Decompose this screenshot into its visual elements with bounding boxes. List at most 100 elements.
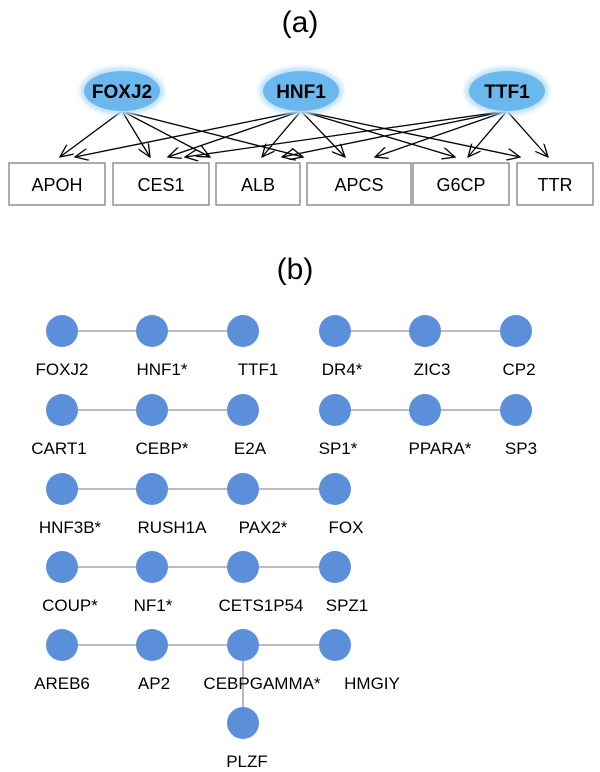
target-label: G6CP (436, 175, 485, 195)
tf-node-cebp-star: CEBP* (136, 394, 189, 458)
regulator-ellipse (263, 71, 339, 111)
tf-node-label: E2A (234, 439, 267, 458)
tf-node-circle (227, 315, 259, 347)
tf-node-label: PAX2* (239, 518, 288, 537)
regulator-ellipse (84, 71, 160, 111)
tf-node-e2a: E2A (227, 394, 267, 458)
target-box (412, 162, 510, 206)
tf-node-circle (409, 315, 441, 347)
tf-node-label: HNF1* (136, 360, 187, 379)
tf-node-label: COUP* (42, 596, 98, 615)
panel-b-label: (b) (277, 253, 314, 286)
tf-node-label: TTF1 (238, 360, 279, 379)
tf-node-label: SP1* (319, 439, 358, 458)
tf-node-foxj2: FOXJ2 (36, 315, 89, 379)
tf-node-label: HMGIY (344, 674, 400, 693)
target-gene-ces1: CES1 (112, 162, 210, 206)
tf-node-label: DR4* (322, 360, 363, 379)
tf-node-cebpgamma-star: CEBPGAMMA* (203, 629, 321, 693)
tf-node-label: FOXJ2 (36, 360, 89, 379)
regulator-label: TTF1 (484, 82, 530, 103)
edge-ttf1-to-ces1 (185, 110, 508, 157)
target-label: TTR (538, 175, 573, 195)
edge-hnf1-to-apcs (300, 110, 345, 157)
edge-ttf1-to-alb (282, 110, 508, 157)
tf-node-label: NF1* (134, 596, 173, 615)
tf-node-cp2: CP2 (500, 315, 536, 379)
tf-node-label: RUSH1A (138, 518, 208, 537)
tf-node-label: HNF3B* (39, 518, 102, 537)
edge-foxj2-to-apcs (121, 110, 303, 157)
tf-node-label: ZIC3 (414, 360, 451, 379)
tf-node-label: PPARA* (409, 439, 472, 458)
panel-a-targets: APOH CES1 ALB APCS G6CP TTR (8, 162, 594, 206)
tf-node-cart1: CART1 (31, 394, 87, 458)
tf-node-circle (46, 473, 78, 505)
tf-node-circle (319, 315, 351, 347)
edge-foxj2-to-ces1 (121, 110, 150, 157)
tf-node-label: AP2 (138, 674, 170, 693)
edge-hnf1-to-ttr (300, 110, 520, 157)
target-box (112, 162, 210, 206)
tf-node-label: FOX (329, 518, 364, 537)
edge-foxj2-to-alb (121, 110, 210, 157)
target-label: ALB (241, 175, 275, 195)
tf-node-circle (319, 394, 351, 426)
tf-node-circle (227, 473, 259, 505)
regulator-label: FOXJ2 (92, 82, 152, 103)
panel-a-regulators: FOXJ2 HNF1 TTF1 (80, 67, 549, 115)
tf-node-circle (500, 394, 532, 426)
tf-node-pax2-star: PAX2* (227, 473, 288, 537)
tf-node-circle (46, 629, 78, 661)
regulator-node-hnf1: HNF1 (259, 67, 343, 115)
regulator-label: HNF1 (276, 82, 326, 103)
target-label: APOH (31, 175, 82, 195)
target-gene-ttr: TTR (516, 162, 594, 206)
target-box (8, 162, 106, 206)
tf-node-hnf3b-star: HNF3B* (39, 473, 102, 537)
tf-node-coup-star: COUP* (42, 551, 98, 615)
tf-node-circle (227, 707, 259, 739)
tf-node-label: SP3 (505, 439, 537, 458)
tf-node-circle (46, 315, 78, 347)
tf-node-label: AREB6 (34, 674, 90, 693)
edge-foxj2-to-apoh (60, 110, 123, 157)
tf-node-circle (319, 551, 351, 583)
target-box (516, 162, 594, 206)
tf-node-circle (500, 315, 532, 347)
tf-node-sp3: SP3 (500, 394, 537, 458)
tf-node-nf1-star: NF1* (134, 551, 173, 615)
target-gene-alb: ALB (215, 162, 301, 206)
tf-node-circle (136, 551, 168, 583)
regulator-node-foxj2: FOXJ2 (80, 67, 164, 115)
target-box (215, 162, 301, 206)
tf-node-fox: FOX (319, 473, 363, 537)
target-gene-g6cp: G6CP (412, 162, 510, 206)
tf-node-label: CEBPGAMMA* (203, 674, 321, 693)
edge-hnf1-to-apoh (75, 110, 302, 157)
tf-node-circle (136, 394, 168, 426)
regulator-ellipse (469, 71, 545, 111)
panel-a-edges (60, 110, 548, 157)
tf-node-circle (409, 394, 441, 426)
tf-node-label: PLZF (226, 752, 268, 771)
tf-node-areb6: AREB6 (34, 629, 90, 693)
tf-node-circle (46, 394, 78, 426)
target-gene-apcs: APCS (306, 162, 412, 206)
panel-a-label: (a) (282, 6, 319, 39)
edge-ttf1-to-apcs (375, 110, 508, 157)
tf-node-plzf: PLZF (226, 707, 268, 771)
tf-node-sp1-star: SP1* (319, 394, 358, 458)
tf-node-ttf1: TTF1 (227, 315, 278, 379)
tf-node-ppara-star: PPARA* (409, 394, 472, 458)
tf-node-label: CP2 (502, 360, 535, 379)
tf-node-label: CART1 (31, 439, 86, 458)
tf-node-circle (319, 629, 351, 661)
edge-ttf1-to-ttr (506, 110, 548, 157)
panel-b-edges (62, 330, 516, 723)
tf-node-circle (136, 473, 168, 505)
edge-hnf1-to-alb (262, 110, 302, 157)
tf-node-spz1: SPZ1 (319, 551, 368, 615)
